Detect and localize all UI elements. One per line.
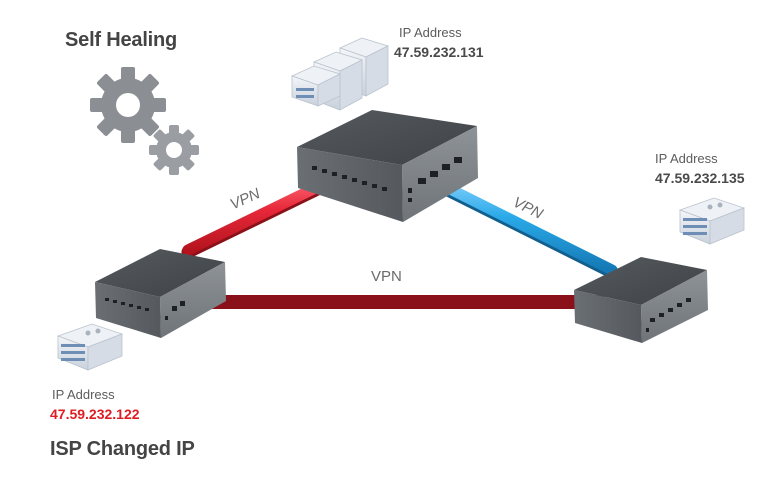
top-node-ip-caption: IP Address: [399, 25, 462, 40]
vpn-link-left-right: [185, 294, 607, 309]
switch-icon: [574, 257, 708, 343]
right-node-ip-caption: IP Address: [655, 151, 718, 166]
isp-changed-heading: ISP Changed IP: [50, 438, 195, 460]
gear-icon: [149, 125, 199, 175]
server-icon: [678, 197, 746, 245]
switch-icon: [297, 110, 478, 222]
self-healing-heading: Self Healing: [65, 29, 178, 51]
server-icon: [56, 323, 124, 371]
top-node-ip: 47.59.232.131: [394, 44, 484, 60]
switch-icon: [95, 249, 226, 338]
left-node-ip: 47.59.232.122: [50, 406, 140, 422]
right-node-ip: 47.59.232.135: [655, 170, 745, 186]
gear-icon: [90, 67, 166, 143]
vpn-label-left-right: VPN: [371, 268, 402, 285]
server-icon: [290, 37, 390, 111]
left-node-ip-caption: IP Address: [52, 387, 115, 402]
